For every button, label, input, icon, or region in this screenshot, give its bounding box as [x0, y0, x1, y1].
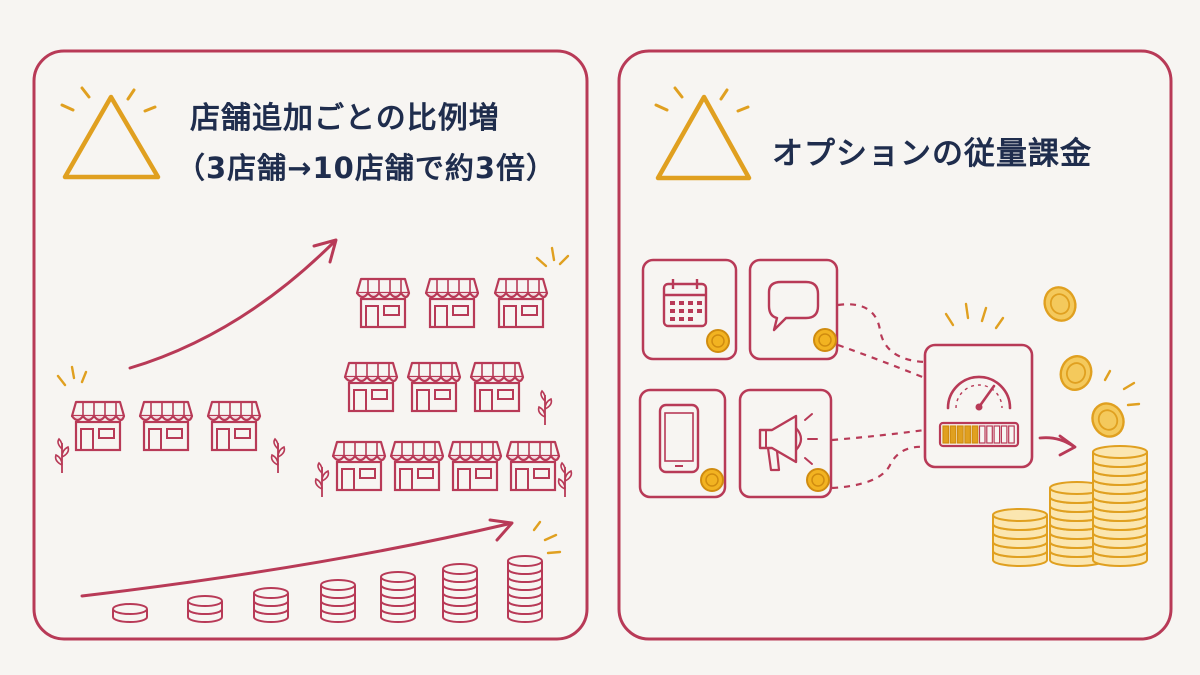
- meter-segment-empty: [993, 425, 1001, 444]
- left-title-line2: （3店舗→10店舗で約3倍）: [176, 151, 557, 185]
- meter-segment-filled: [942, 425, 950, 444]
- left-title-line1: 店舗追加ごとの比例増: [190, 101, 500, 136]
- meter-segment-empty: [1008, 425, 1015, 444]
- option-tile-megaphone: [738, 388, 833, 499]
- calendar-icon: [662, 279, 708, 328]
- meter-segment-filled: [971, 425, 979, 444]
- coin-stack: [253, 587, 289, 623]
- usage-meter: [923, 302, 1034, 469]
- meter-segment-empty: [1000, 425, 1008, 444]
- left-panel-frame: [32, 49, 589, 641]
- flying-coins: [1038, 281, 1141, 444]
- smartphone-icon: [658, 403, 700, 474]
- stores-after: [314, 246, 573, 498]
- coin-stack: [442, 563, 478, 623]
- gold-coin-stacks: [992, 445, 1148, 567]
- right-title: オプションの従量課金: [772, 136, 1092, 172]
- warning-triangle-icon: [654, 86, 752, 181]
- megaphone-icon: [758, 413, 818, 472]
- output-arrow: [1038, 434, 1077, 457]
- coin-stack: [320, 579, 356, 623]
- coin-stack: [187, 595, 223, 623]
- chat-bubble-icon: [767, 280, 820, 332]
- option-tile-chat: [748, 258, 839, 361]
- meter-segment-empty: [978, 425, 986, 444]
- meter-segment-empty: [986, 425, 993, 444]
- growth-arrow: [128, 238, 338, 370]
- meter-segment-filled: [964, 425, 972, 444]
- speedometer-icon: [946, 375, 1012, 411]
- option-tile-phone: [638, 388, 727, 499]
- meter-segment-filled: [949, 425, 957, 444]
- coin-stack: [112, 603, 148, 623]
- stores-before: [54, 365, 286, 474]
- option-tile-calendar: [641, 258, 738, 361]
- coin-growth-arrow: [80, 518, 562, 598]
- coin-stacks: [112, 555, 543, 623]
- gold-coin-stack: [1092, 445, 1148, 567]
- warning-triangle-icon: [60, 86, 161, 180]
- coin-stack: [507, 555, 543, 623]
- gold-coin-stack: [992, 508, 1048, 567]
- right-panel-frame: [617, 49, 1173, 641]
- meter-segment-filled: [956, 425, 964, 444]
- coin-stack: [380, 571, 416, 623]
- dashed-connectors: [831, 303, 926, 490]
